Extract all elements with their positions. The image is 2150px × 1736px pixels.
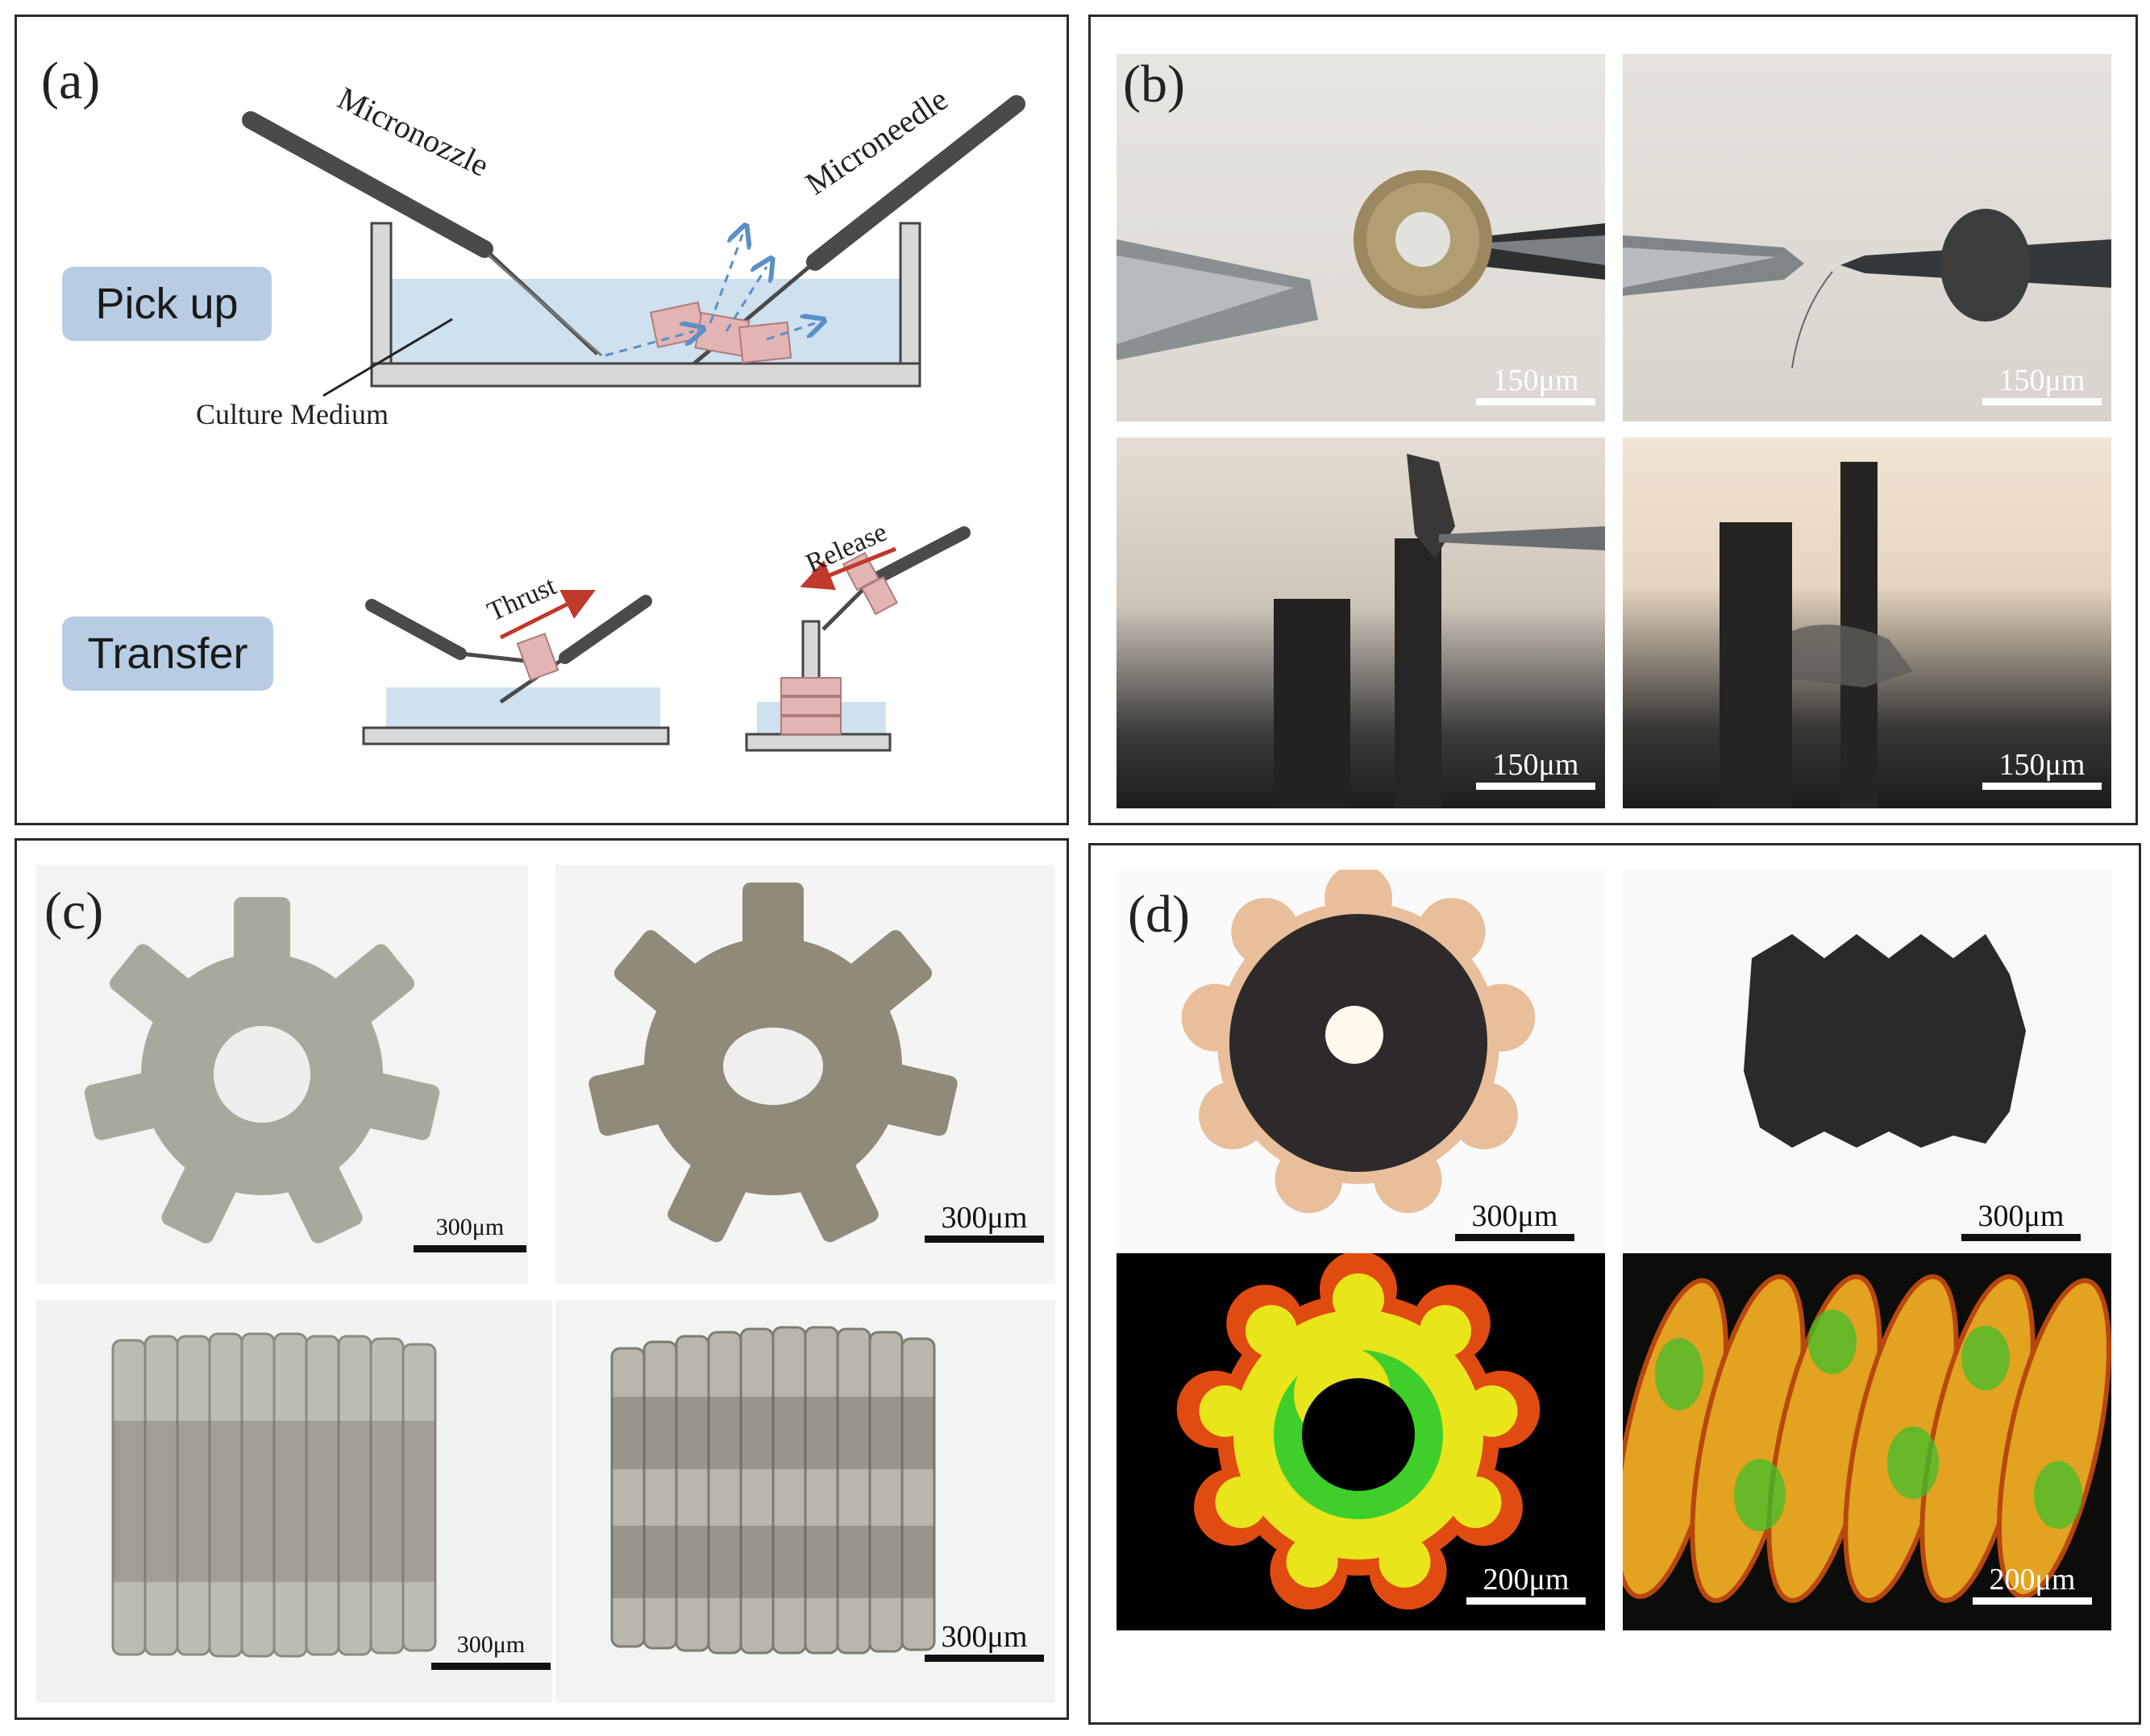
scale-bar-b3: 150μm [1476,749,1595,790]
micrograph-d3: 200μm [1117,1253,1605,1630]
scale-bar-b4: 150μm [1982,749,2102,790]
scale-bar-d1-text: 300μm [1471,1199,1558,1233]
micrograph-d1: 300μm [1117,870,1605,1265]
scale-bar-b3-text: 150μm [1492,748,1579,782]
panel-a-label: (a) [41,52,101,110]
micronozzle-tool [242,111,602,357]
culture-medium [372,279,920,376]
scale-bar-d3-text: 200μm [1483,1563,1570,1597]
panel-d: 300μm 300μm [1088,843,2141,1725]
scale-bar-b2-text: 150μm [1998,363,2086,397]
panel-c-label: (c) [44,882,104,941]
micrograph-c3: 300μm [36,1300,552,1703]
scale-bar-c4: 300μm [925,1621,1044,1662]
micronozzle-label: Micronozzle [332,80,494,184]
scale-bar-d2: 300μm [1961,1200,2081,1241]
micrograph-b1: 150μm [1117,54,1605,422]
micrograph-c2: 300μm [555,865,1055,1284]
scale-bar-c3-text: 300μm [456,1631,526,1658]
scale-bar-d2-text: 300μm [1977,1199,2065,1233]
scale-bar-c2-text: 300μm [941,1201,1028,1235]
scale-bar-d1: 300μm [1455,1200,1574,1241]
scale-bar-c2: 300μm [925,1202,1044,1243]
microneedle-label: Microneedle [799,81,954,201]
thrust-diagram: Thrust [362,571,670,745]
scale-bar-b4-text: 150μm [1998,748,2086,782]
micrograph-d4: 200μm [1623,1253,2111,1630]
culture-medium-label: Culture Medium [196,398,389,430]
scale-bar-c1: 300μm [414,1211,526,1252]
micrograph-b4: 150μm [1623,438,2111,808]
flow-arrows [605,235,815,357]
scale-bar-d3: 200μm [1466,1564,1586,1605]
scale-bar-c1-text: 300μm [435,1214,505,1240]
panel-b: 150μm 150μm 150μm [1088,15,2138,825]
scale-bar-b2: 150μm [1982,364,2102,405]
pickup-diagram: Micronozzle Microneedle Culture Medium T… [196,80,1025,752]
scale-bar-d4: 200μm [1973,1564,2092,1605]
panel-c: 300μm 300μm [15,838,1069,1720]
micrograph-b3: 150μm [1117,438,1605,808]
release-diagram: Release [745,517,971,752]
micrograph-b2: 150μm [1623,54,2111,422]
micrograph-c1: 300μm [36,865,528,1284]
panel-d-label: (d) [1128,885,1190,944]
scale-bar-c4-text: 300μm [941,1620,1028,1654]
scale-bar-d4-text: 200μm [1989,1563,2076,1597]
thrust-label: Thrust [483,571,561,627]
pickup-label: Pick up [62,267,272,341]
panel-b-label: (b) [1123,55,1185,114]
scale-bar-b1-text: 150μm [1492,363,1579,397]
scale-bar-c3: 300μm [431,1629,551,1670]
micrograph-d2: 300μm [1623,870,2111,1265]
panel-a: (a) Pick up Transfer [15,15,1069,825]
transfer-label: Transfer [62,617,273,691]
micrograph-c4: 300μm [555,1300,1055,1703]
scale-bar-b1: 150μm [1476,364,1595,405]
